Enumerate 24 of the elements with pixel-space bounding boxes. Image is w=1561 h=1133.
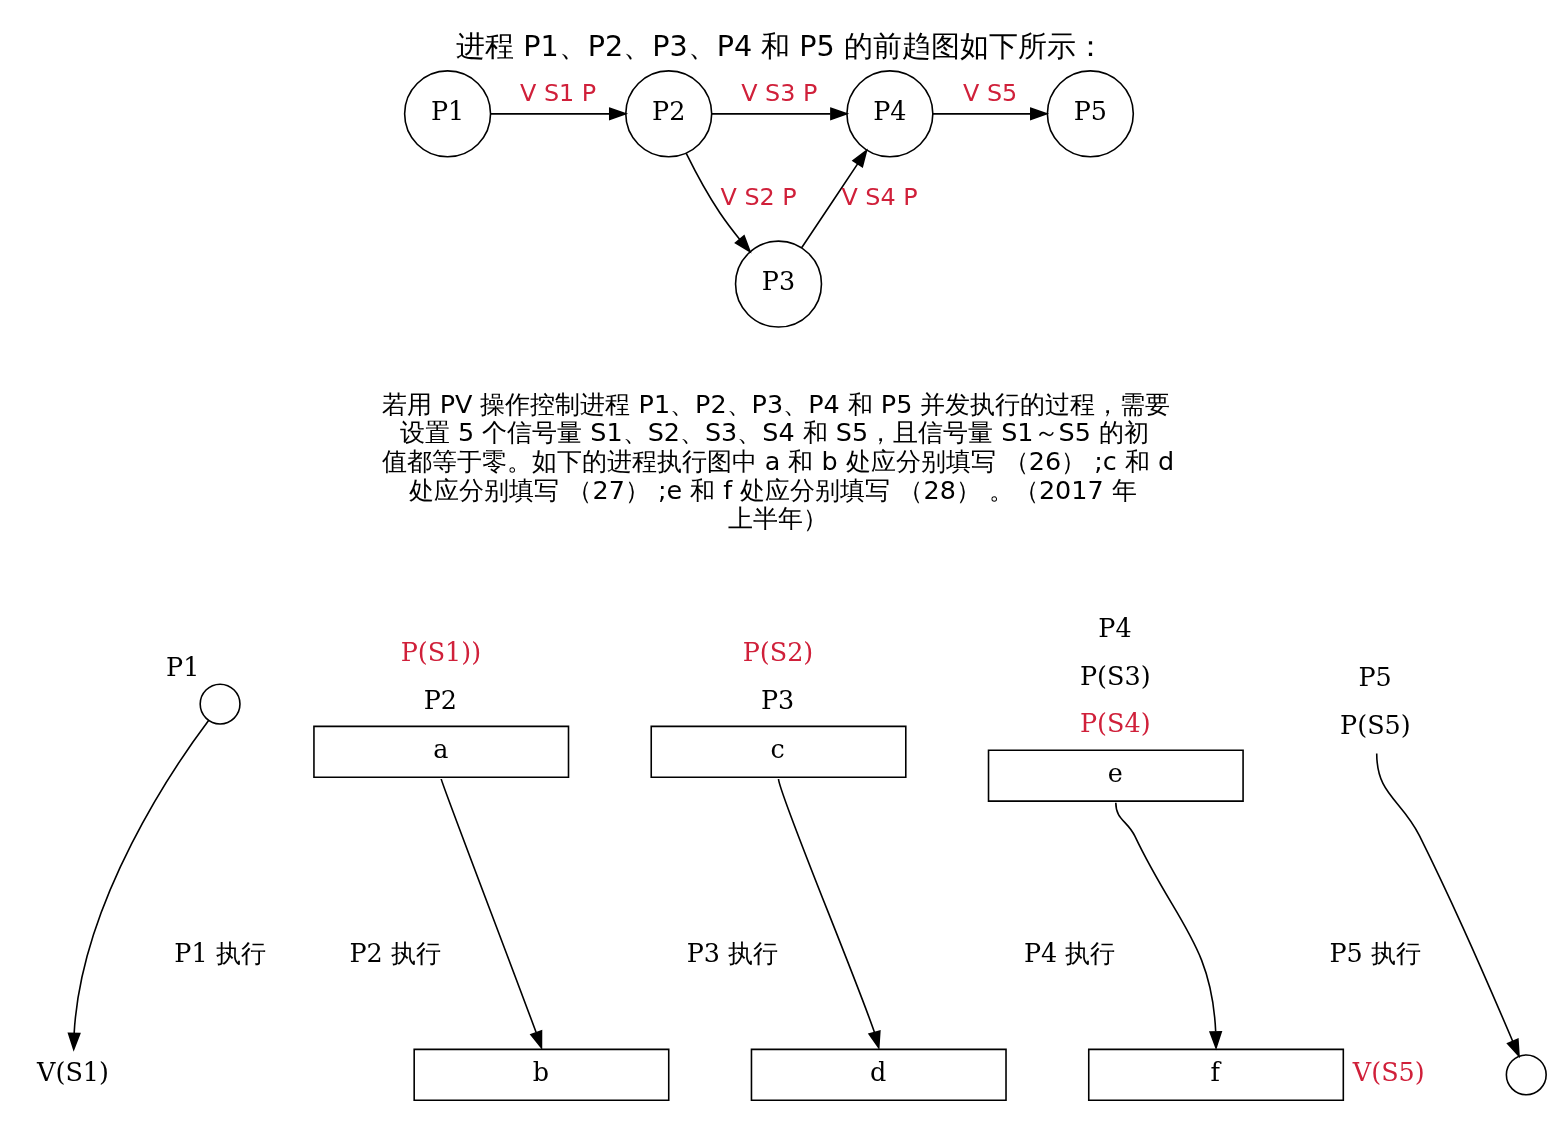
label: P1 执行 (174, 937, 266, 968)
node-label: P(S1)) (400, 636, 482, 667)
node-label: P2 (423, 684, 458, 715)
label: P4 执行 (1023, 937, 1116, 968)
label: P5 执行 (1329, 937, 1421, 968)
node-label: P5 (1358, 662, 1392, 693)
node-label: P(S3) (1080, 660, 1151, 691)
node-label: V(S5) (1352, 1056, 1425, 1087)
edge-label: V S2 P (720, 182, 797, 211)
edge-label: V S5 (962, 79, 1018, 108)
node-text: P(S5) (1340, 710, 1411, 741)
node-label: P3 (761, 684, 795, 715)
diagram-title: 进程 P1、P2、P3、P4 和 P5 的前趋图如下所示： (456, 28, 1105, 63)
node-label: P1 (166, 651, 200, 682)
node-label: P4 (1098, 612, 1132, 643)
label: P2 执行 (349, 937, 441, 968)
label: 若用 PV 操作控制进程 P1、P2、P3、P4 和 P5 并发执行的过程，需要设置 5 个信号量 S1、S2、S3、S4 和 S5，且信号量 S1～S5 的初值都等于零。如下的进程执行图中 a 和 b 处应分别填写 （26） ;c 和 d 处应分别填写 （27） ;e 和 f 处应分别填写 （28） 。（2017 年上半年） (381, 388, 1175, 534)
node-label: P(S2) (742, 636, 814, 667)
label: P3 执行 (686, 937, 779, 968)
edge-label: V S1 P (520, 79, 597, 108)
node-label: P(S4) (1080, 708, 1151, 739)
node-text: V(S1) (37, 1056, 109, 1087)
edge-label: V S4 P (841, 182, 918, 211)
edge-label: V S3 P (741, 79, 818, 108)
